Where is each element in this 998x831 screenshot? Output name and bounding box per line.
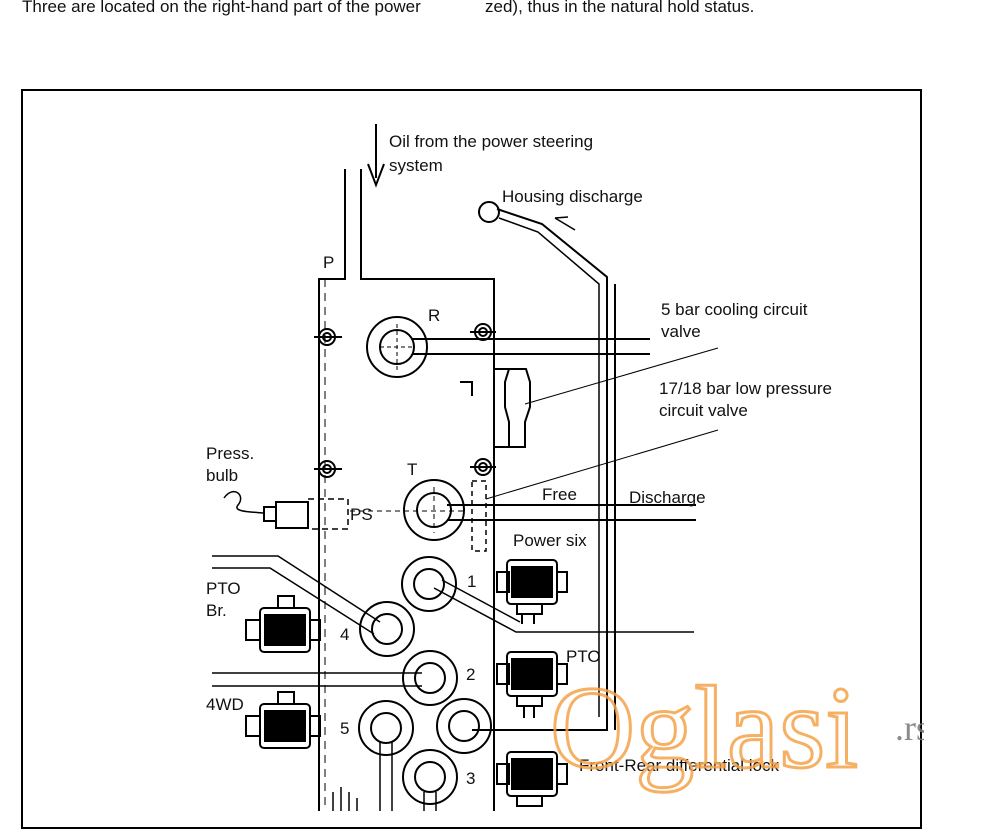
port-4-pipe bbox=[212, 555, 381, 635]
housing-discharge-pipe bbox=[472, 208, 608, 731]
bolt-icon bbox=[470, 323, 496, 341]
label-discharge: Discharge bbox=[629, 488, 706, 507]
inlet-arrow-icon bbox=[367, 124, 385, 188]
label-port-4: 4 bbox=[340, 625, 349, 644]
port-diff-outer bbox=[436, 698, 492, 754]
cooling-valve-hex bbox=[504, 368, 531, 448]
label-port-ps: PS bbox=[350, 505, 373, 524]
solenoid-4wd bbox=[245, 691, 321, 749]
label-front-rear: Front-Rear differential lock bbox=[579, 756, 779, 775]
bolt-icon bbox=[314, 460, 342, 478]
label-lowp-line1: 17/18 bar low pressure bbox=[659, 379, 832, 398]
label-port-r: R bbox=[428, 306, 440, 325]
label-free: Free bbox=[542, 485, 577, 504]
hydraulic-distributor-diagram: Oil from the power steering system Housi… bbox=[206, 124, 924, 811]
port-3-inner bbox=[414, 761, 446, 793]
label-4wd: 4WD bbox=[206, 695, 244, 714]
housing-discharge-pipe-inner bbox=[498, 217, 600, 717]
bolt-icon bbox=[470, 458, 496, 476]
press-bulb-wire bbox=[223, 490, 265, 514]
port-4-outer bbox=[359, 601, 415, 657]
label-port-5: 5 bbox=[340, 719, 349, 738]
flow-arrow-icon bbox=[554, 216, 576, 231]
press-bulb-body bbox=[275, 501, 309, 529]
corner-mark bbox=[460, 381, 473, 396]
label-cooling-line2: valve bbox=[661, 322, 701, 341]
label-pto-br-line1: PTO bbox=[206, 579, 241, 598]
port-2-outer bbox=[402, 650, 458, 706]
diagram-frame: Oil from the power steering system Housi… bbox=[21, 89, 924, 829]
solenoid-pto bbox=[496, 651, 568, 718]
label-cooling-line1: 5 bar cooling circuit bbox=[661, 300, 808, 319]
discharge-pipe bbox=[447, 504, 696, 521]
solenoid-pto-brake bbox=[245, 595, 321, 653]
port-5-outer bbox=[358, 700, 414, 756]
port-diff-inner bbox=[448, 710, 480, 742]
label-oil-line2: system bbox=[389, 156, 443, 175]
port-3-outer bbox=[402, 749, 458, 805]
solenoid-power-six bbox=[496, 559, 568, 624]
watermark-suffix: .rs bbox=[895, 708, 924, 748]
port-5-pipe bbox=[379, 742, 393, 811]
label-press-line1: Press. bbox=[206, 444, 254, 463]
bolt-icon bbox=[314, 328, 342, 346]
low-pressure-leader-line bbox=[485, 429, 719, 500]
solenoid-diff-lock bbox=[496, 751, 568, 807]
label-port-p: P bbox=[323, 253, 334, 272]
label-press-line2: bulb bbox=[206, 466, 238, 485]
cooling-leader-line bbox=[524, 347, 719, 405]
label-oil-line1: Oil from the power steering bbox=[389, 132, 593, 151]
label-port-2: 2 bbox=[466, 665, 475, 684]
body-text-left: Three are located on the right-hand part… bbox=[22, 0, 421, 16]
bottom-hatching bbox=[332, 787, 358, 811]
cooling-pipe bbox=[412, 338, 650, 355]
watermark-logo: Oglasi bbox=[550, 662, 858, 793]
port-3-pipe bbox=[423, 792, 437, 811]
inlet-pipe bbox=[344, 169, 362, 280]
label-lowp-line2: circuit valve bbox=[659, 401, 748, 420]
port-1-pipe bbox=[433, 579, 694, 633]
port-r-outer bbox=[366, 316, 428, 378]
low-pressure-valve bbox=[471, 480, 487, 552]
port-r-centerline bbox=[380, 324, 412, 370]
label-housing-discharge: Housing discharge bbox=[502, 187, 643, 206]
label-port-t: T bbox=[407, 460, 417, 479]
port-4-inner bbox=[371, 613, 403, 645]
port-t-outer bbox=[403, 479, 465, 541]
port-2-pipe bbox=[212, 672, 422, 687]
press-bulb-cap bbox=[263, 506, 277, 522]
port-1-inner bbox=[413, 568, 445, 600]
ps-port-housing bbox=[307, 498, 349, 530]
port-2-inner bbox=[414, 662, 446, 694]
cooling-valve-mount bbox=[494, 368, 509, 448]
label-pto-br-line2: Br. bbox=[206, 601, 227, 620]
label-port-3: 3 bbox=[466, 769, 475, 788]
port-5-inner bbox=[370, 712, 402, 744]
port-1-outer bbox=[401, 556, 457, 612]
port-t-centerline bbox=[350, 487, 464, 533]
body-text-right: zed), thus in the natural hold status. bbox=[485, 0, 755, 16]
label-pto: PTO bbox=[566, 647, 601, 666]
label-port-1: 1 bbox=[467, 572, 476, 591]
label-power-six: Power six bbox=[513, 531, 587, 550]
discharge-knob bbox=[478, 201, 500, 223]
